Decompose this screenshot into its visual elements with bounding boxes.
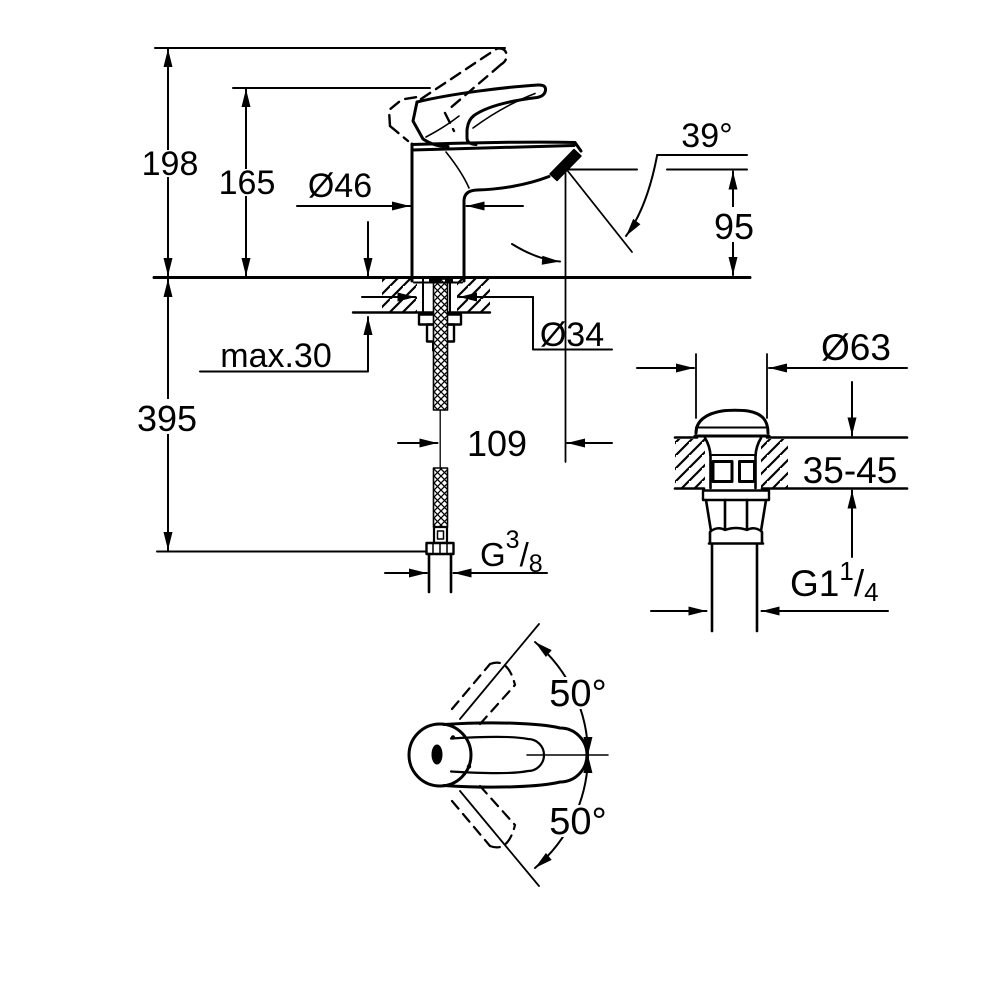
handle-top-view (407, 623, 609, 887)
deck-hatch-left (382, 279, 417, 312)
handle-swung-dashed (450, 661, 517, 849)
drain-thread-slash: / (854, 563, 865, 604)
drain-overflow-window-left (711, 460, 734, 483)
drain-body (693, 408, 771, 633)
dim-label-deck-thickness: 35-45 (803, 450, 898, 491)
handle-raised-neck-line (443, 111, 456, 133)
deck-hatch-right (457, 279, 490, 312)
drain-thread-sup: 1 (839, 556, 853, 586)
dim-label-spout-angle: 39° (681, 117, 732, 155)
dim-label-spout-height: 95 (714, 206, 754, 247)
handle-logo-dot (431, 744, 443, 765)
drain-neck-right (754, 436, 763, 490)
handle-detail-dot-top (450, 735, 456, 740)
dim-label-body-diameter: Ø46 (308, 167, 372, 205)
drain-deck-hatch-right (761, 439, 788, 488)
hose-braid-lower (432, 467, 449, 528)
dim-label-below-deck: 395 (137, 398, 197, 439)
handle-raised-cover-top (387, 95, 419, 128)
dim-label-hole-diameter: Ø34 (540, 316, 604, 354)
supply-pipe (427, 552, 453, 594)
handle-cover-outline (411, 100, 450, 149)
faucet-body (410, 140, 583, 284)
drain-extension-lines (695, 353, 768, 419)
handle-raised-dashed (387, 47, 508, 143)
handle-cap-circle (407, 722, 473, 788)
hose-braid-upper (432, 278, 449, 411)
base-detail-left (429, 277, 441, 283)
dim-label-flange-diameter: Ø63 (821, 327, 891, 368)
thread-base: G (480, 536, 506, 573)
handle-swung-down-outline (450, 784, 517, 849)
reference-lines (152, 47, 752, 463)
drain-view (636, 353, 909, 633)
drain-overflow-window-right (738, 460, 756, 483)
hole-diameter-leader (532, 296, 613, 351)
thread-sub: 8 (529, 550, 543, 578)
dim-label-swing-up: 50° (549, 673, 606, 715)
handle-lever-outline (415, 83, 548, 146)
dimension-labels: 198 165 Ø46 39° 95 max.30 Ø34 395 109 G3… (137, 117, 897, 843)
dim-label-swing-down: 50° (549, 801, 606, 843)
drain-deck (673, 436, 909, 490)
water-stream-line (566, 169, 633, 253)
handle-raised-top-line (419, 47, 499, 101)
drain-thread-sub: 4 (864, 577, 878, 607)
handle-closed (411, 83, 548, 149)
dim-label-total-height: 198 (142, 145, 199, 183)
base-detail-right (445, 277, 453, 283)
spout-top-inner-edge (410, 144, 576, 152)
body-blend-curve (445, 151, 470, 189)
hose-connector-detail (436, 530, 445, 540)
spout-underside-edge (462, 175, 551, 283)
hose-connector (432, 525, 449, 545)
handle-cover-inner-line (425, 115, 460, 138)
main-side-view (152, 47, 752, 594)
dim-label-body-height: 165 (219, 164, 276, 202)
shank-walls (422, 278, 451, 313)
handle-detail-dot-bottom (466, 764, 472, 769)
dim-label-supply-thread: G3/8 (480, 526, 543, 578)
aerator (549, 148, 582, 182)
drain-neck-left (703, 436, 712, 490)
drain-shoulder (707, 530, 765, 545)
stream-direction-arc (511, 243, 561, 265)
drain-dimension-lines (636, 353, 908, 616)
supply-hose (425, 278, 455, 594)
hose-nut-facets (432, 542, 448, 555)
dim-label-drain-thread: G11/4 (790, 556, 879, 607)
handle-swung-up-outline (450, 661, 517, 726)
drain-cap-dome (694, 408, 770, 435)
drain-flange (701, 489, 771, 502)
drain-hex-nut-bottom (709, 526, 763, 533)
drain-hex-nut (704, 498, 768, 533)
handle-lever-inner-line (472, 92, 536, 129)
dim-label-spout-reach: 109 (467, 423, 527, 464)
drain-tailpipe (710, 542, 759, 633)
drain-deck-hatch-left (675, 439, 705, 488)
angle-arc-39 (625, 155, 658, 237)
thread-sup: 3 (506, 526, 520, 554)
handle-raised-cover-bottom (388, 124, 410, 143)
handle-raised-bottom-line (446, 63, 503, 112)
handle-raised-tip (495, 47, 508, 66)
label-backgrounds (136, 150, 758, 837)
dim-label-max-deck: max.30 (220, 337, 332, 375)
swing-extension-lines (459, 623, 540, 887)
drain-thread-base: G1 (790, 563, 839, 604)
thread-slash: / (520, 536, 530, 573)
